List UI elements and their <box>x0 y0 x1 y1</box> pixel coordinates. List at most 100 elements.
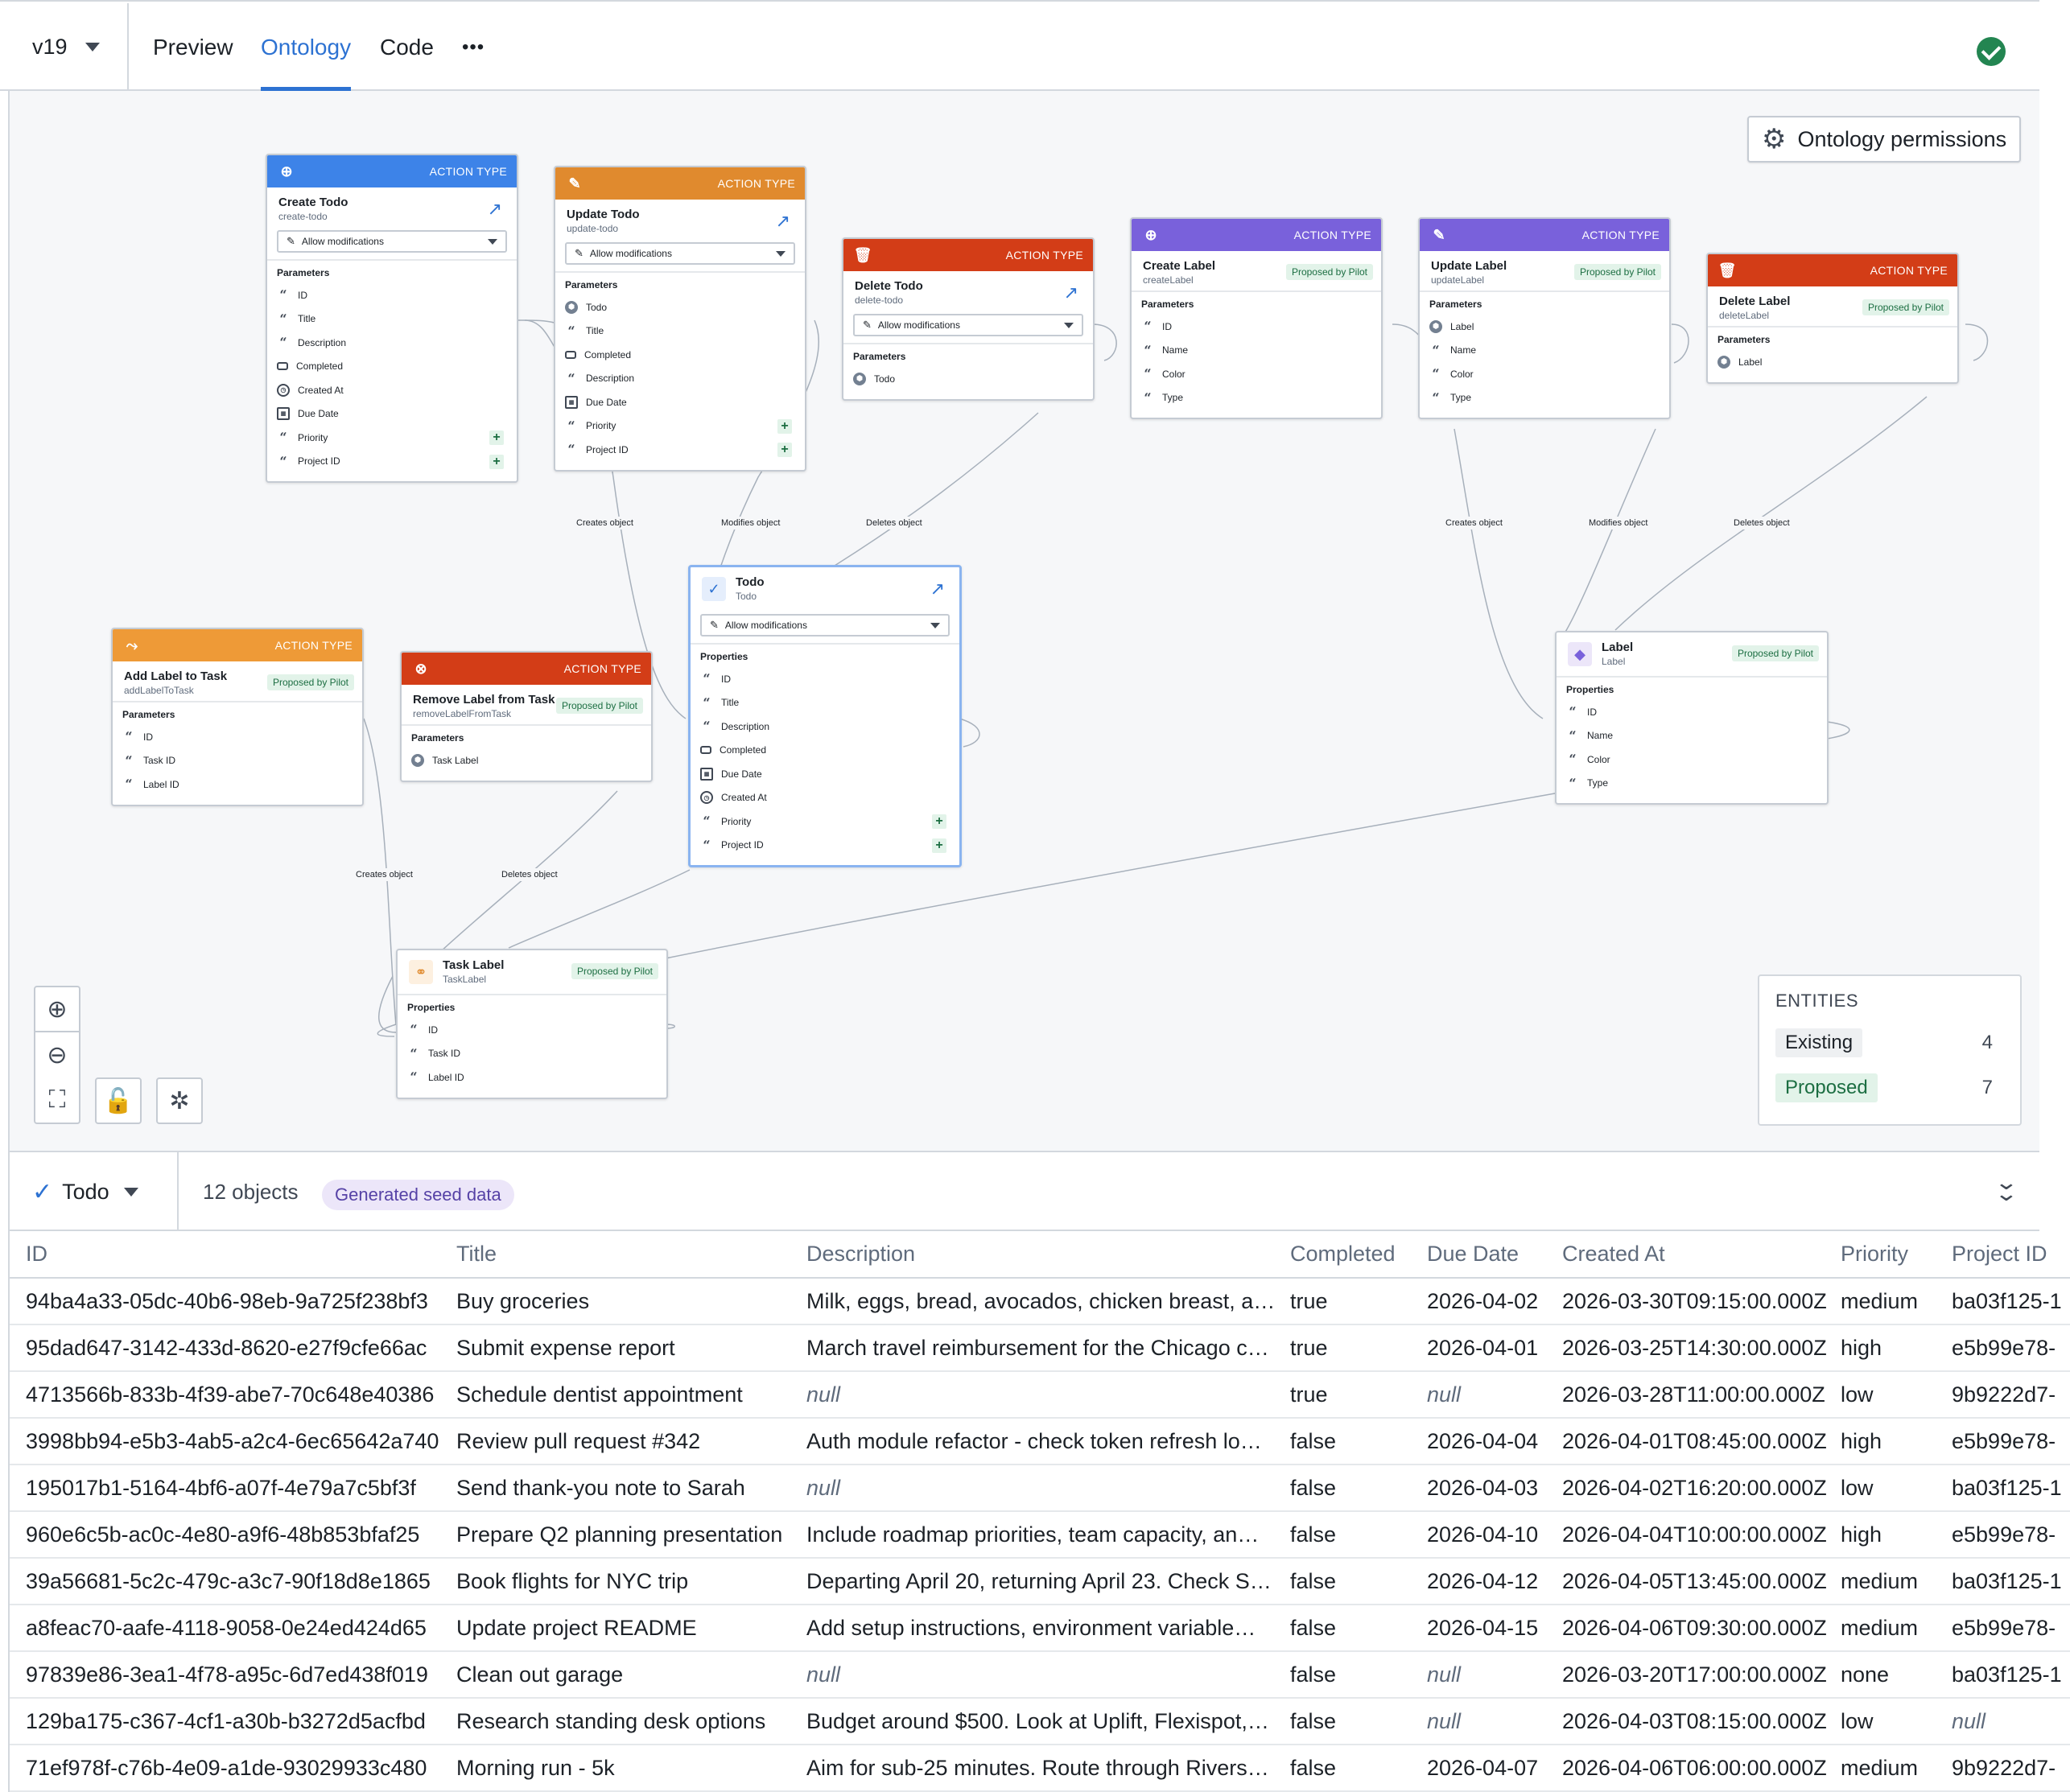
object-type-select[interactable]: ✓ Todo <box>10 1152 179 1231</box>
property-row[interactable]: ▦Due Date <box>700 762 950 786</box>
unlock-icon[interactable]: 🔓 <box>95 1077 142 1124</box>
property-row[interactable]: “Label ID <box>407 1065 657 1090</box>
ontology-permissions-button[interactable]: ⚙ Ontology permissions <box>1747 116 2021 163</box>
node-title: Delete Label <box>1719 295 1791 308</box>
object-node-task-label[interactable]: ⚭ Task Label TaskLabel Proposed by Pilot… <box>396 949 668 1099</box>
open-link-icon[interactable]: ↗ <box>487 199 502 219</box>
property-row[interactable]: “Color <box>1566 748 1817 772</box>
property-row[interactable]: “Priority+ <box>700 809 950 834</box>
param-row[interactable]: ⬢Label <box>1717 350 1948 374</box>
property-row[interactable]: “Type <box>1566 772 1817 796</box>
param-row[interactable]: “Priority+ <box>565 414 795 439</box>
column-header[interactable]: ID <box>10 1231 440 1279</box>
param-row[interactable]: ⬢Label <box>1429 315 1660 339</box>
param-row[interactable]: “Name <box>1429 339 1660 363</box>
param-row[interactable]: “Type <box>1429 386 1660 410</box>
column-header[interactable]: Title <box>440 1231 790 1279</box>
column-header[interactable]: Project ID <box>1936 1231 2070 1279</box>
param-row[interactable]: ▦Due Date <box>565 390 795 414</box>
entities-existing-row[interactable]: Existing 4 <box>1775 1026 2004 1060</box>
action-node-create-label[interactable]: ⊕ ACTION TYPE Create Label createLabel P… <box>1130 217 1383 419</box>
param-row[interactable]: “Project ID+ <box>277 450 507 474</box>
param-row[interactable]: Completed <box>565 343 795 367</box>
param-row[interactable]: “Task ID <box>122 749 353 773</box>
param-row[interactable]: ⬢Task Label <box>411 748 641 772</box>
param-row[interactable]: ⬢Todo <box>853 367 1083 391</box>
object-node-todo[interactable]: ✓ Todo Todo ↗ ✎Allow modifications Prope… <box>688 565 962 867</box>
param-row[interactable]: “ID <box>122 725 353 749</box>
column-header[interactable]: Description <box>790 1231 1274 1279</box>
modification-select[interactable]: ✎Allow modifications <box>700 614 950 636</box>
action-node-delete-todo[interactable]: 🗑 ACTION TYPE Delete Todo delete-todo ↗ … <box>842 237 1095 401</box>
modification-select[interactable]: ✎Allow modifications <box>853 314 1083 336</box>
action-node-create-todo[interactable]: ⊕ ACTION TYPE Create Todo create-todo ↗ … <box>266 154 518 483</box>
action-node-remove-label-from-task[interactable]: ⊗ ACTION TYPE Remove Label from Task rem… <box>400 651 653 782</box>
column-header[interactable]: Due Date <box>1411 1231 1546 1279</box>
param-row[interactable]: “Title <box>277 307 507 332</box>
open-link-icon[interactable]: ↗ <box>1063 282 1078 303</box>
param-row[interactable]: “Color <box>1429 362 1660 386</box>
open-link-icon[interactable]: ↗ <box>775 211 790 231</box>
param-row[interactable]: “Project ID+ <box>565 438 795 462</box>
param-row[interactable]: “Color <box>1141 362 1371 386</box>
open-link-icon[interactable]: ↗ <box>930 579 945 599</box>
tab-preview[interactable]: Preview <box>153 34 233 60</box>
column-header[interactable]: Completed <box>1274 1231 1411 1279</box>
action-node-add-label-to-task[interactable]: ⤳ ACTION TYPE Add Label to Task addLabel… <box>111 628 364 806</box>
param-row[interactable]: ▦Due Date <box>277 402 507 426</box>
property-row[interactable]: “Title <box>700 691 950 715</box>
param-row[interactable]: “Name <box>1141 339 1371 363</box>
graph-layout-icon[interactable]: ✲ <box>156 1077 203 1124</box>
action-node-update-todo[interactable]: ✎ ACTION TYPE Update Todo update-todo ↗ … <box>554 166 806 472</box>
column-header[interactable]: Created At <box>1546 1231 1825 1279</box>
version-select[interactable]: v19 <box>8 3 129 91</box>
modification-select[interactable]: ✎Allow modifications <box>277 230 507 253</box>
property-row[interactable]: ◷Created At <box>700 786 950 810</box>
tab-code[interactable]: Code <box>380 34 434 60</box>
property-row[interactable]: “Name <box>1566 724 1817 748</box>
param-row[interactable]: “ID <box>277 283 507 307</box>
fit-view-icon[interactable]: ⛶ <box>34 1077 80 1124</box>
ontology-graph-canvas[interactable]: Creates object Modifies object Deletes o… <box>8 91 2039 1151</box>
property-row[interactable]: “ID <box>1566 700 1817 724</box>
param-row[interactable]: Completed <box>277 355 507 379</box>
param-row[interactable]: ⬢Todo <box>565 295 795 319</box>
property-row[interactable]: “ID <box>700 667 950 691</box>
property-row[interactable]: “Description <box>700 715 950 739</box>
action-node-delete-label[interactable]: 🗑 ACTION TYPE Delete Label deleteLabel P… <box>1706 253 1959 384</box>
zoom-in-icon[interactable]: ⊕ <box>34 986 80 1032</box>
zoom-out-icon[interactable]: ⊖ <box>34 1032 80 1079</box>
more-tabs-button[interactable]: ••• <box>462 35 485 58</box>
pencil-icon: ✎ <box>575 247 583 259</box>
tab-ontology[interactable]: Ontology <box>261 3 352 91</box>
property-row[interactable]: “ID <box>407 1018 657 1042</box>
param-row[interactable]: “ID <box>1141 315 1371 339</box>
property-row[interactable]: “Task ID <box>407 1042 657 1066</box>
param-row[interactable]: “Description <box>565 367 795 391</box>
param-row[interactable]: “Priority+ <box>277 426 507 450</box>
property-row[interactable]: Completed <box>700 739 950 763</box>
param-row[interactable]: “Type <box>1141 386 1371 410</box>
modification-select[interactable]: ✎Allow modifications <box>565 242 795 265</box>
param-row[interactable]: “Title <box>565 319 795 344</box>
param-row[interactable]: ◷Created At <box>277 378 507 402</box>
param-row[interactable]: “Description <box>277 331 507 355</box>
column-header[interactable]: Priority <box>1825 1231 1936 1279</box>
param-row[interactable]: “Label ID <box>122 772 353 797</box>
double-chevron-down-icon[interactable]: ⌄⌄ <box>1994 1170 2019 1205</box>
object-node-label[interactable]: ◆ Label Label Proposed by Pilot Properti… <box>1555 631 1829 805</box>
entities-proposed-row[interactable]: Proposed 7 <box>1775 1071 2004 1105</box>
action-node-update-label[interactable]: ✎ ACTION TYPE Update Label updateLabel P… <box>1418 217 1671 419</box>
property-row[interactable]: “Project ID+ <box>700 834 950 858</box>
